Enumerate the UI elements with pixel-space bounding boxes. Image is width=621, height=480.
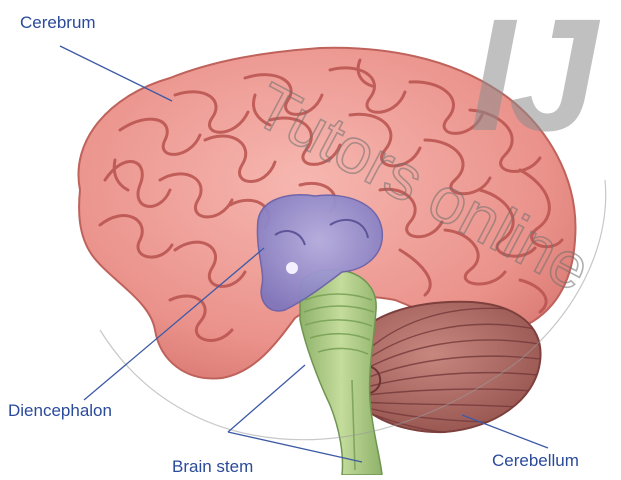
diencephalon-label: Diencephalon xyxy=(8,402,112,419)
watermark-logo-text: IJ xyxy=(470,0,600,164)
brain-stem-shape xyxy=(300,270,382,475)
brain-stem-label: Brain stem xyxy=(172,458,253,475)
cerebellum-label: Cerebellum xyxy=(492,452,579,469)
cerebellum-leader-line xyxy=(462,415,548,448)
brain-stem-leader-line-upper xyxy=(228,365,305,432)
cerebrum-leader-line xyxy=(60,46,172,101)
cerebrum-label: Cerebrum xyxy=(20,14,96,31)
